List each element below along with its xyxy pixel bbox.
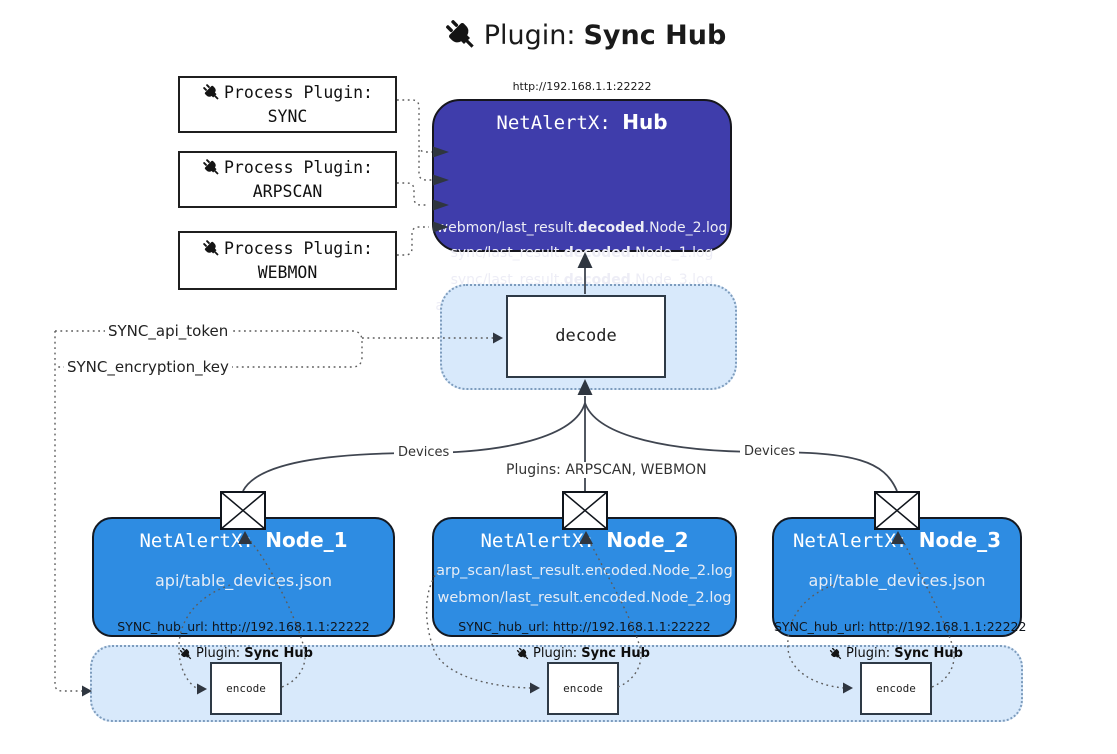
node-hub-url: SYNC_hub_url: http://192.168.1.1:22222: [774, 619, 1027, 634]
sync-encryption-key-label: SYNC_encryption_key: [64, 358, 232, 376]
plug-icon: [829, 646, 844, 661]
decode-box: decode: [506, 295, 666, 378]
process-plugin-label: Process Plugin:: [223, 238, 373, 258]
process-plugin-name: ARPSCAN: [252, 181, 323, 201]
node-3-box: NetAlertX: Node_3 api/table_devices.json…: [772, 517, 1027, 637]
node-1-box: NetAlertX: Node_1 api/table_devices.json…: [92, 517, 395, 637]
webmon-to-hub: [397, 226, 429, 256]
node-file-line: webmon/last_result.encoded.Node_2.log: [437, 590, 732, 606]
node-title: NetAlertX: Node_3: [792, 528, 1002, 552]
process-plugin-label: Process Plugin:: [223, 82, 373, 102]
plug-icon: [516, 646, 531, 661]
process-plugin-sync: Process Plugin: SYNC: [178, 76, 397, 133]
encode-box: encode: [210, 662, 282, 715]
sync-to-hub-line1: [397, 99, 432, 153]
sync-to-hub-line2: [418, 150, 432, 181]
process-plugin-name: SYNC: [267, 106, 308, 126]
plug-icon: [201, 158, 221, 177]
hub-title: NetAlertX: Hub: [434, 110, 730, 134]
page-title: Plugin: Sync Hub: [0, 18, 1117, 52]
node-hub-url: SYNC_hub_url: http://192.168.1.1:22222: [458, 619, 711, 634]
encoder-label: Plugin:Sync Hub: [503, 646, 663, 661]
plug-icon: [179, 646, 194, 661]
process-plugin-label: Process Plugin:: [223, 157, 373, 177]
encoder-label: Plugin:Sync Hub: [166, 646, 326, 661]
plugins-mid-label: Plugins: ARPSCAN, WEBMON: [502, 462, 711, 478]
node-title: NetAlertX: Node_1: [139, 528, 348, 552]
plug-icon: [201, 83, 221, 102]
process-plugin-arpscan: Process Plugin: ARPSCAN: [178, 151, 397, 208]
encryption-key-to-band: [54, 331, 84, 692]
hub-box: NetAlertX: Hub sync/last_result.decoded.…: [432, 99, 732, 314]
title-prefix: Plugin:: [483, 19, 576, 51]
hub-url-label: http://192.168.1.1:22222: [512, 80, 652, 93]
process-plugin-webmon: Process Plugin: WEBMON: [178, 231, 397, 290]
encoder-label: Plugin:Sync Hub: [816, 646, 976, 661]
hub-title-prefix: NetAlertX:: [496, 112, 611, 134]
node-title: NetAlertX: Node_2: [480, 528, 689, 552]
title-name: Sync Hub: [583, 19, 727, 51]
node-2-box: NetAlertX: Node_2 arp_scan/last_result.e…: [432, 517, 737, 637]
hub-log-line: sync/last_result.decoded.Node_1.log: [450, 245, 714, 261]
hub-log-line: webmon/last_result.decoded.Node_2.log: [436, 220, 728, 236]
node-file-line: arp_scan/last_result.encoded.Node_2.log: [436, 563, 733, 579]
encode-box: encode: [547, 662, 619, 715]
encode-box: encode: [860, 662, 932, 715]
devices-left-label: Devices: [394, 445, 454, 460]
node-hub-url: SYNC_hub_url: http://192.168.1.1:22222: [117, 619, 370, 634]
node-file-line: api/table_devices.json: [808, 571, 986, 590]
process-plugin-name: WEBMON: [257, 262, 318, 282]
sync-api-token-label: SYNC_api_token: [105, 322, 232, 340]
node-file-line: api/table_devices.json: [154, 571, 332, 590]
devices-right-label: Devices: [740, 444, 800, 459]
plug-icon: [443, 18, 478, 52]
arpscan-to-hub: [397, 182, 429, 206]
plug-icon: [201, 239, 221, 258]
hub-title-name: Hub: [622, 110, 668, 134]
